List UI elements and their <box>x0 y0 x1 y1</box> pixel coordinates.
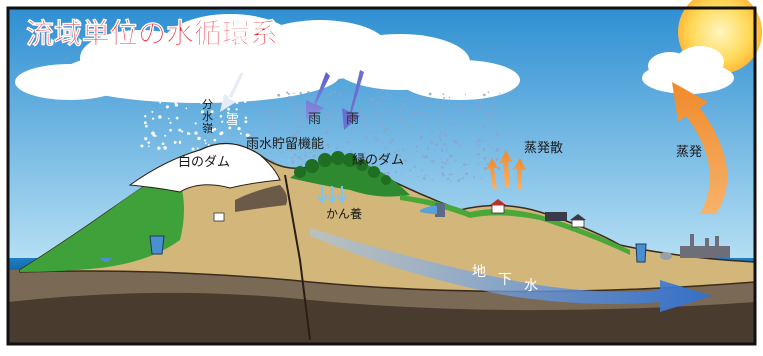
rain-drops <box>268 90 501 183</box>
rain-label-2: 雨 <box>346 112 359 127</box>
rock-ridge <box>235 185 288 212</box>
groundwater-label-1: 地 <box>472 264 486 280</box>
reservoir <box>420 205 437 214</box>
divide-label-1: 分水嶺 <box>202 98 213 135</box>
snow-flakes <box>140 90 251 151</box>
frame-border <box>6 6 757 346</box>
forest-trees <box>294 151 391 185</box>
groundwater-label-2: 下 <box>498 272 512 288</box>
evapotranspiration-arrows <box>486 150 526 190</box>
rain-arrow-2 <box>342 70 364 130</box>
diagram-title: 流域単位の水循環系 <box>26 17 278 50</box>
bedrock-layer <box>8 290 755 344</box>
white-dam-label: 白のダム <box>178 154 230 170</box>
rain-arrow-1 <box>306 72 330 120</box>
houses <box>213 199 586 228</box>
factory <box>680 234 730 258</box>
evaporation-arrow <box>672 82 728 214</box>
rain-cloud <box>15 14 520 103</box>
snow-arrow <box>220 72 244 112</box>
groundwater-flow-arrow <box>310 228 712 312</box>
small-cloud <box>642 46 734 94</box>
fault-line <box>284 174 311 341</box>
groundwater-label-3: 水 <box>524 278 538 294</box>
right-green-strip <box>400 195 630 255</box>
rain-storage-label: 雨水貯留機能 <box>246 137 324 152</box>
recharge-label: かん養 <box>326 206 362 221</box>
wells <box>100 235 672 263</box>
evaporation-label: 蒸発 <box>676 145 702 160</box>
snow-cap <box>128 143 281 193</box>
left-forest-slope <box>20 170 184 272</box>
recharge-arrows <box>317 186 347 204</box>
evapotranspiration-label: 蒸発散 <box>524 141 563 156</box>
snow-label: 雪 <box>226 113 239 128</box>
green-dam-label: 緑のダム <box>352 153 404 168</box>
dam-structure <box>435 203 445 217</box>
green-dam-forest <box>290 159 410 197</box>
rain-label-1: 雨 <box>308 112 321 127</box>
